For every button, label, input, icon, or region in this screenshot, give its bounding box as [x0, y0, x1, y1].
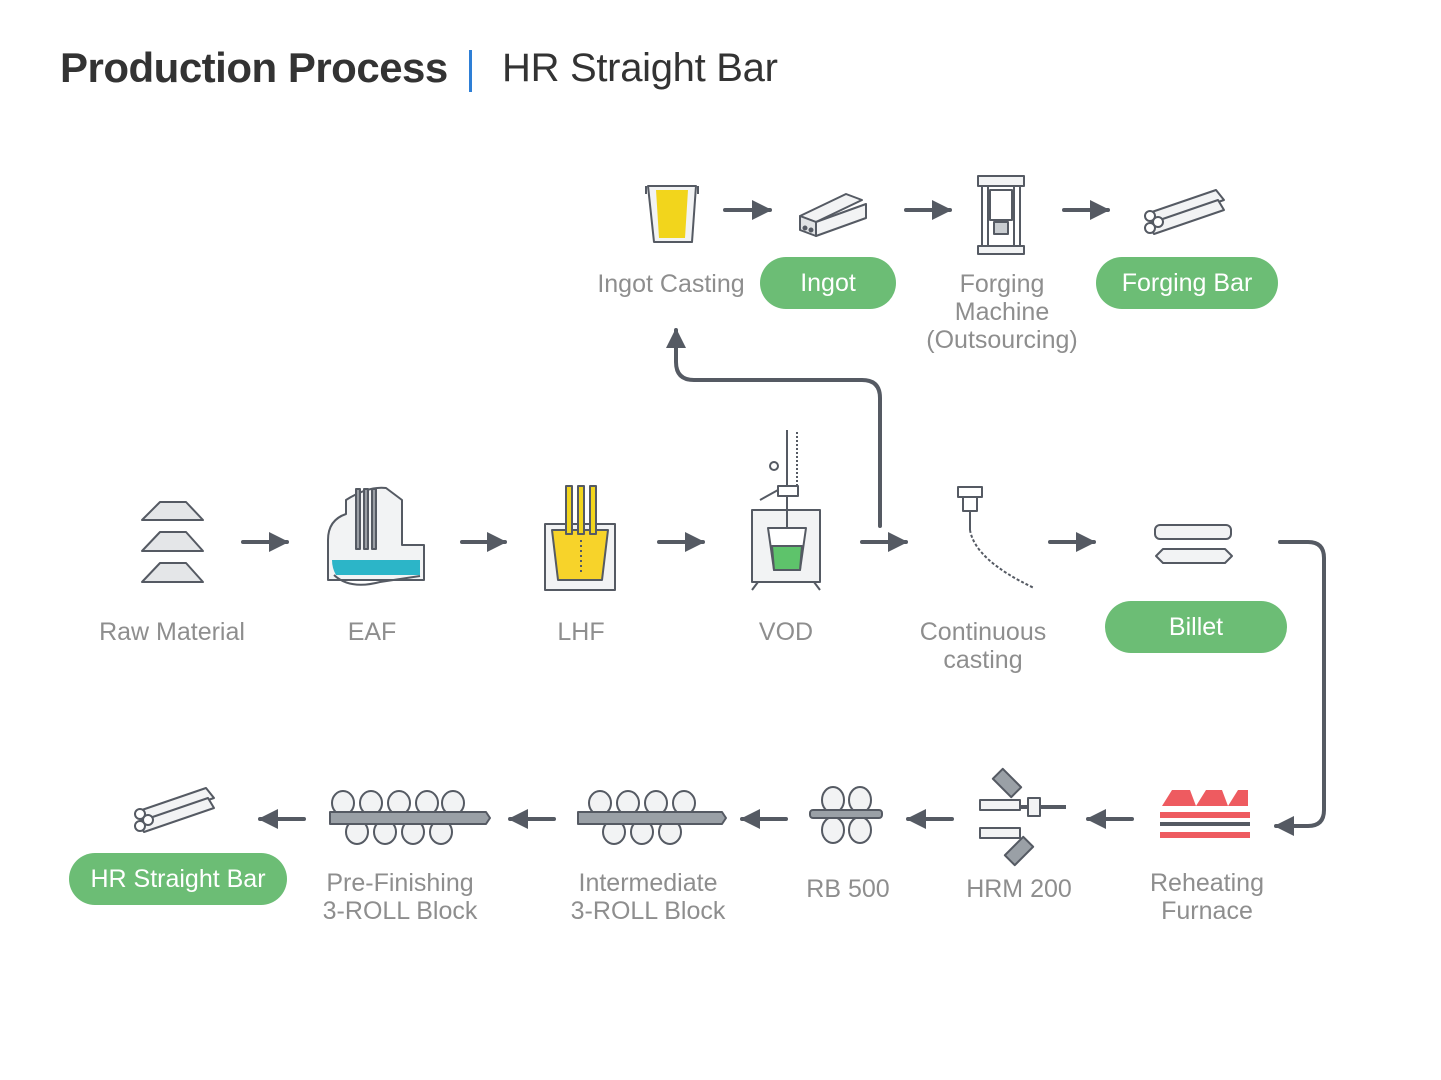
continuous-caster-icon [957, 486, 1035, 589]
arrow-billet-to-reheating [1274, 540, 1326, 836]
label-reheating-furnace: Reheating Furnace [1150, 869, 1264, 925]
label-reheating-line1: Reheating [1150, 869, 1264, 897]
label-forging-line2: Machine [954, 298, 1050, 326]
label-intermediate-line2: 3-ROLL Block [570, 897, 726, 925]
label-hrm-200: HRM 200 [966, 875, 1072, 903]
label-forging-line3: (Outsourcing) [926, 326, 1078, 354]
ingot-mold-icon [645, 185, 699, 243]
vacuum-oxygen-decarburization-icon [751, 430, 821, 591]
title-divider [469, 50, 472, 92]
label-vod: VOD [758, 618, 814, 646]
page-subtitle: HR Straight Bar [502, 46, 778, 90]
label-pre-finishing: Pre-Finishing 3-ROLL Block [323, 869, 478, 925]
label-eaf: EAF [347, 618, 397, 646]
page-title: Production Process [60, 44, 448, 91]
label-prefinishing-line1: Pre-Finishing [326, 869, 474, 897]
label-forging-machine: Forging Machine (Outsourcing) [926, 270, 1077, 354]
forged-bar-bundle-icon [1144, 189, 1225, 235]
intermediate-roll-block-icon [577, 790, 727, 845]
label-reheating-line2: Furnace [1161, 897, 1253, 925]
label-forging-line1: Forging [959, 270, 1045, 298]
label-rb-500: RB 500 [806, 875, 890, 903]
badge-billet: Billet [1105, 601, 1287, 653]
pre-finishing-roll-block-icon [329, 790, 491, 845]
arrow-branch-to-ingot-casting [666, 328, 882, 528]
raw-material-piles-icon [141, 501, 204, 583]
label-cc-line1: Continuous [919, 618, 1047, 646]
badge-ingot: Ingot [760, 257, 896, 309]
badge-hr-straight-bar: HR Straight Bar [69, 853, 287, 905]
electric-arc-furnace-icon [327, 486, 425, 586]
label-raw-material: Raw Material [99, 618, 245, 646]
label-cc-line2: casting [943, 646, 1023, 674]
badge-forging-bar: Forging Bar [1096, 257, 1278, 309]
forging-press-icon [977, 175, 1025, 255]
hot-rolling-mill-icon [979, 767, 1066, 867]
label-ingot-casting: Ingot Casting [597, 270, 745, 298]
label-lhf: LHF [557, 618, 605, 646]
straight-bar-bundle-icon [134, 787, 215, 833]
ladle-furnace-icon [544, 485, 616, 591]
billet-bars-icon [1154, 524, 1233, 564]
ingot-blocks-icon [799, 193, 867, 237]
reheating-furnace-icon [1160, 790, 1250, 838]
roll-block-icon [809, 786, 883, 844]
label-intermediate: Intermediate 3-ROLL Block [571, 869, 726, 925]
label-intermediate-line1: Intermediate [578, 869, 718, 897]
label-continuous-casting: Continuous casting [920, 618, 1046, 674]
label-prefinishing-line2: 3-ROLL Block [322, 897, 478, 925]
